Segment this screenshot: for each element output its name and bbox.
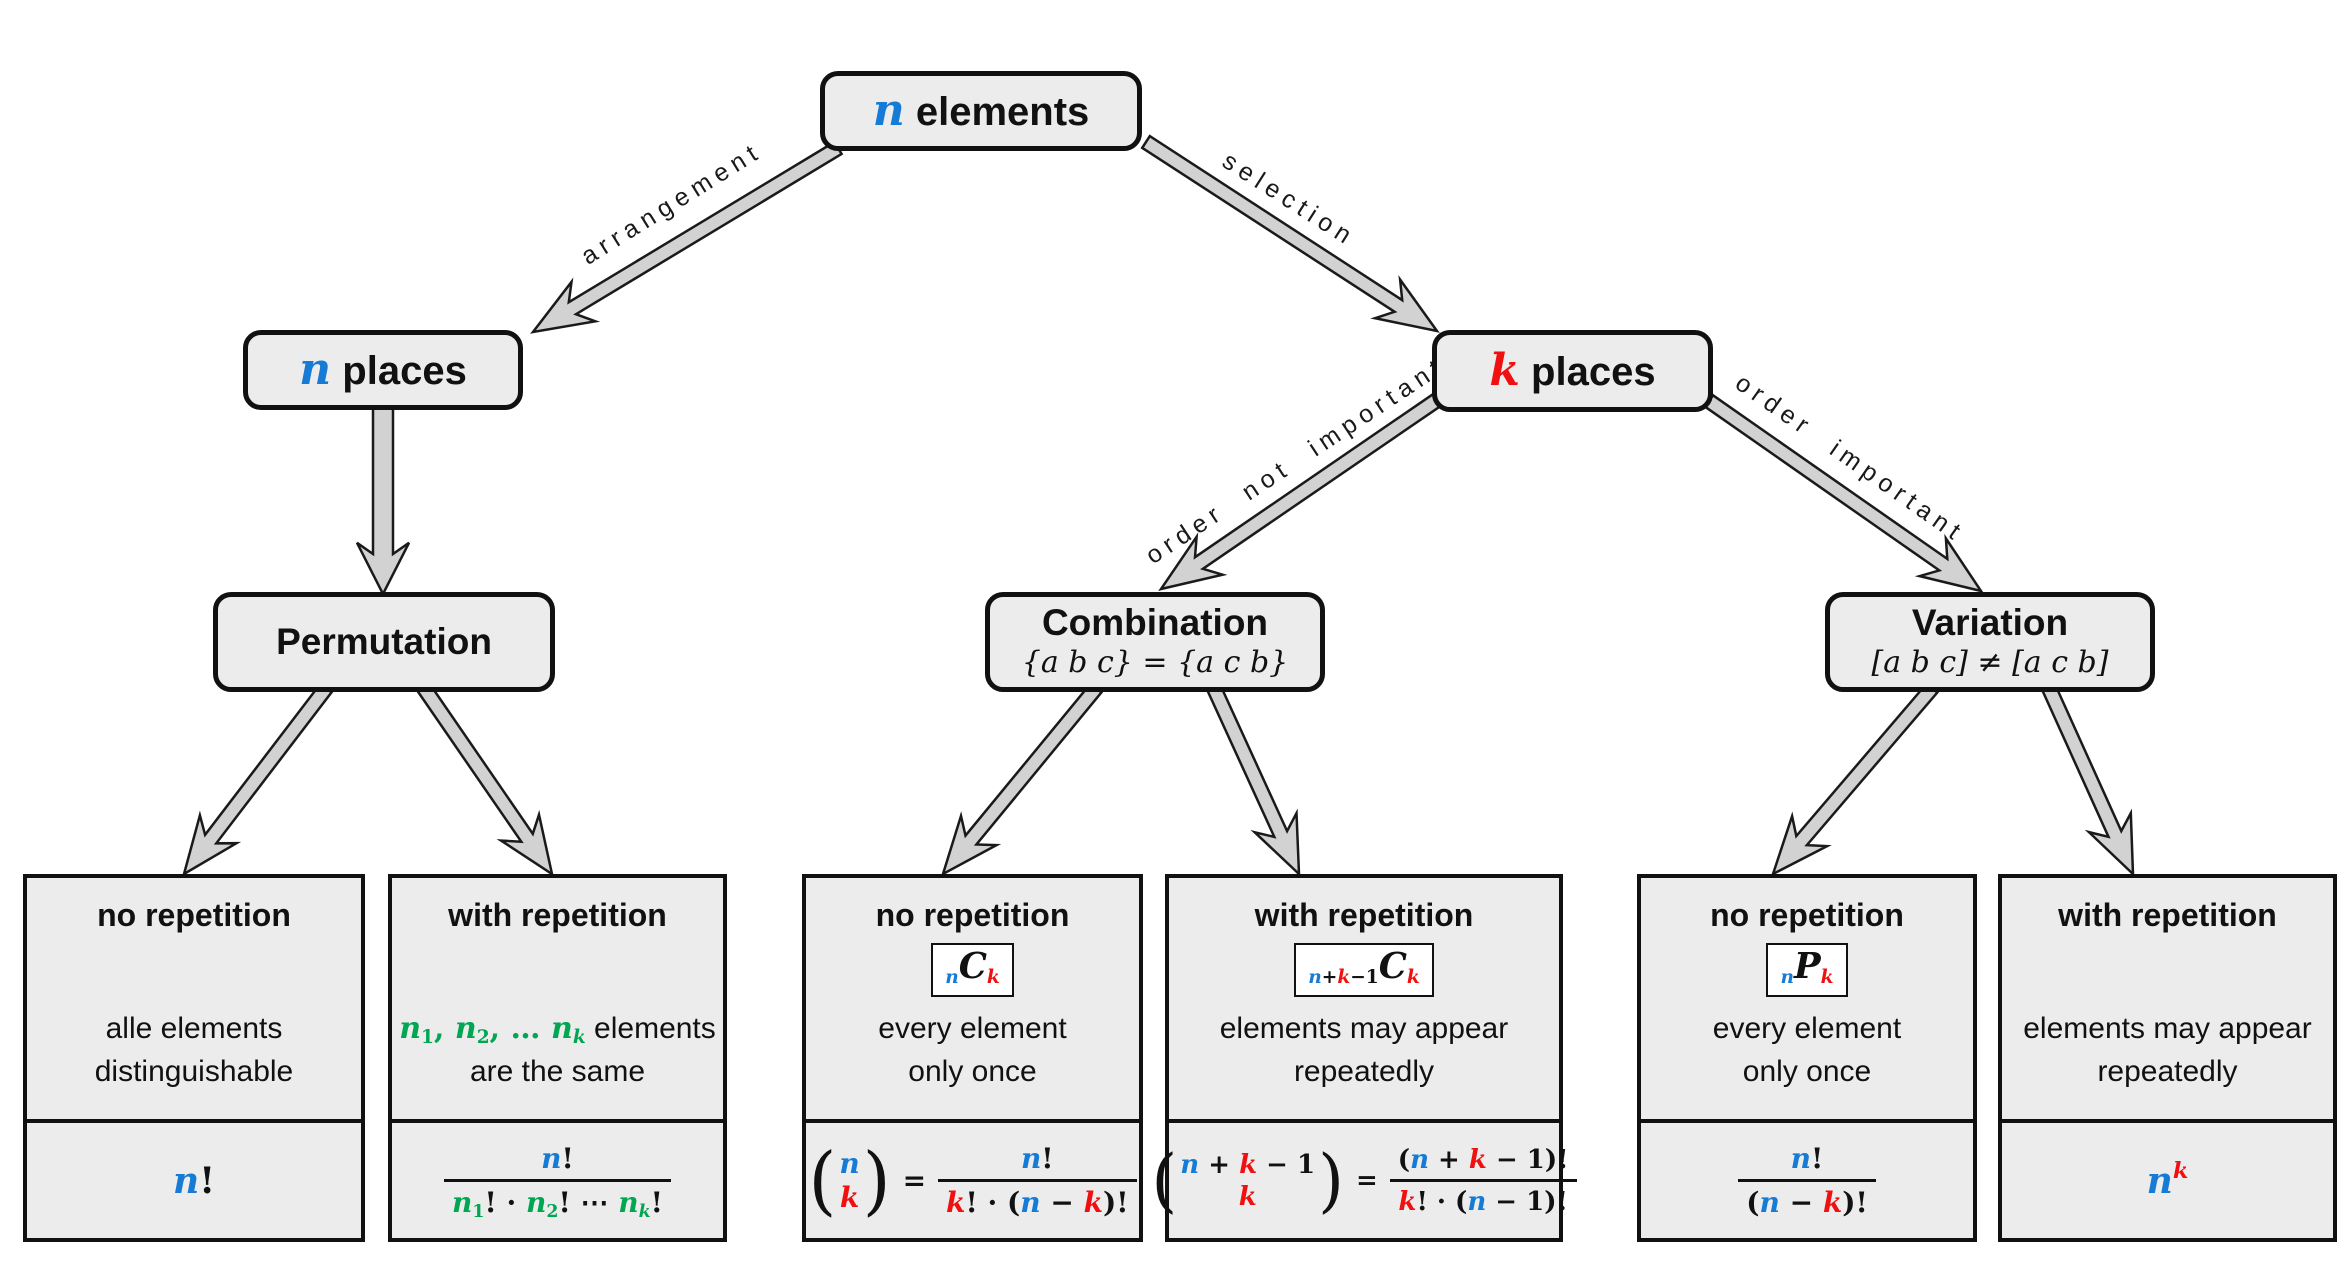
notation-n-plus-k-minus-1-Ck: n+k−1Ck <box>1294 943 1434 997</box>
leaf-description: alle elements distinguishable <box>94 1012 294 1088</box>
leaf-formula: ( n k ) = n! k! · (n − k)! <box>806 1119 1139 1238</box>
leaf-header: with repetition <box>448 897 667 933</box>
leaf-description-section: no repetition alle elements distinguisha… <box>27 878 361 1119</box>
leaf-description: every element only once <box>878 1012 1067 1088</box>
fraction: n! (n − k)! <box>1738 1141 1876 1220</box>
leaf-description-section: with repetition n+k−1Ck elements may app… <box>1169 878 1559 1119</box>
leaf-header: no repetition <box>97 897 291 933</box>
leaf-formula: ( n + k − 1 k ) = (n + k − 1)! k! · (n −… <box>1151 1119 1577 1238</box>
node-permutation: Permutation <box>213 592 555 692</box>
leaf-header: with repetition <box>1254 897 1474 933</box>
node-n-elements-label: n elements <box>872 84 1090 136</box>
fraction: n! n1! · n2! ⋯ nk! <box>444 1141 671 1221</box>
variation-title: Variation <box>1911 602 2069 644</box>
leaf-description-section: no repetition nCk every element only onc… <box>806 878 1139 1119</box>
leaf-description-section: with repetition n1, n2, … nk elements ar… <box>392 878 723 1119</box>
variation-subtitle: [a b c] ≠ [a c b] <box>1871 645 2109 681</box>
notation-nPk: nPk <box>1766 943 1848 997</box>
leaf-header: no repetition <box>1710 897 1904 933</box>
leaf-formula: n! <box>27 1119 361 1238</box>
leaf-combination-with-repetition: with repetition n+k−1Ck elements may app… <box>1151 874 1577 1242</box>
combination-title: Combination <box>1041 602 1269 644</box>
leaf-description: n1, n2, … nk elements are the same <box>399 1011 716 1088</box>
node-n-places-label: n places <box>299 343 467 395</box>
binomial-coefficient: ( n k ) <box>808 1136 891 1224</box>
leaf-description-section: no repetition nPk every element only onc… <box>1641 878 1973 1119</box>
leaf-variation-with-repetition: with repetition elements may appear repe… <box>1998 874 2337 1242</box>
leaf-variation-no-repetition: no repetition nPk every element only onc… <box>1637 874 1977 1242</box>
node-n-places: n places <box>243 330 523 410</box>
node-k-places-label: k places <box>1489 344 1656 396</box>
node-k-places: k places <box>1432 330 1713 412</box>
node-combination: Combination {a b c} = {a c b} <box>985 592 1325 692</box>
notation-nCk: nCk <box>931 943 1014 997</box>
leaf-description: every element only once <box>1712 1012 1902 1088</box>
node-variation: Variation [a b c] ≠ [a c b] <box>1825 592 2155 692</box>
leaf-header: with repetition <box>2058 897 2277 933</box>
fraction: (n + k − 1)! k! · (n − 1)! <box>1389 1143 1577 1219</box>
permutation-title: Permutation <box>276 620 492 662</box>
leaf-description: elements may appear repeatedly <box>2023 1012 2312 1088</box>
combination-subtitle: {a b c} = {a c b} <box>1021 645 1289 681</box>
leaf-combination-no-repetition: no repetition nCk every element only onc… <box>802 874 1143 1242</box>
leaf-header: no repetition <box>875 897 1070 933</box>
leaf-permutation-with-repetition: with repetition n1, n2, … nk elements ar… <box>388 874 727 1242</box>
leaf-description: elements may appear repeatedly <box>1219 1012 1509 1088</box>
leaf-formula: nk <box>2002 1119 2333 1238</box>
equals-sign: = <box>1355 1165 1378 1196</box>
fraction: n! k! · (n − k)! <box>938 1141 1137 1220</box>
binomial-coefficient: ( n + k − 1 k ) <box>1151 1138 1344 1221</box>
leaf-formula: n! n1! · n2! ⋯ nk! <box>392 1119 723 1238</box>
equals-sign: = <box>902 1164 927 1198</box>
leaf-description-section: with repetition elements may appear repe… <box>2002 878 2333 1119</box>
leaf-permutation-no-repetition: no repetition alle elements distinguisha… <box>23 874 365 1242</box>
node-n-elements: n elements <box>820 71 1142 151</box>
leaf-formula: n! (n − k)! <box>1641 1119 1973 1238</box>
